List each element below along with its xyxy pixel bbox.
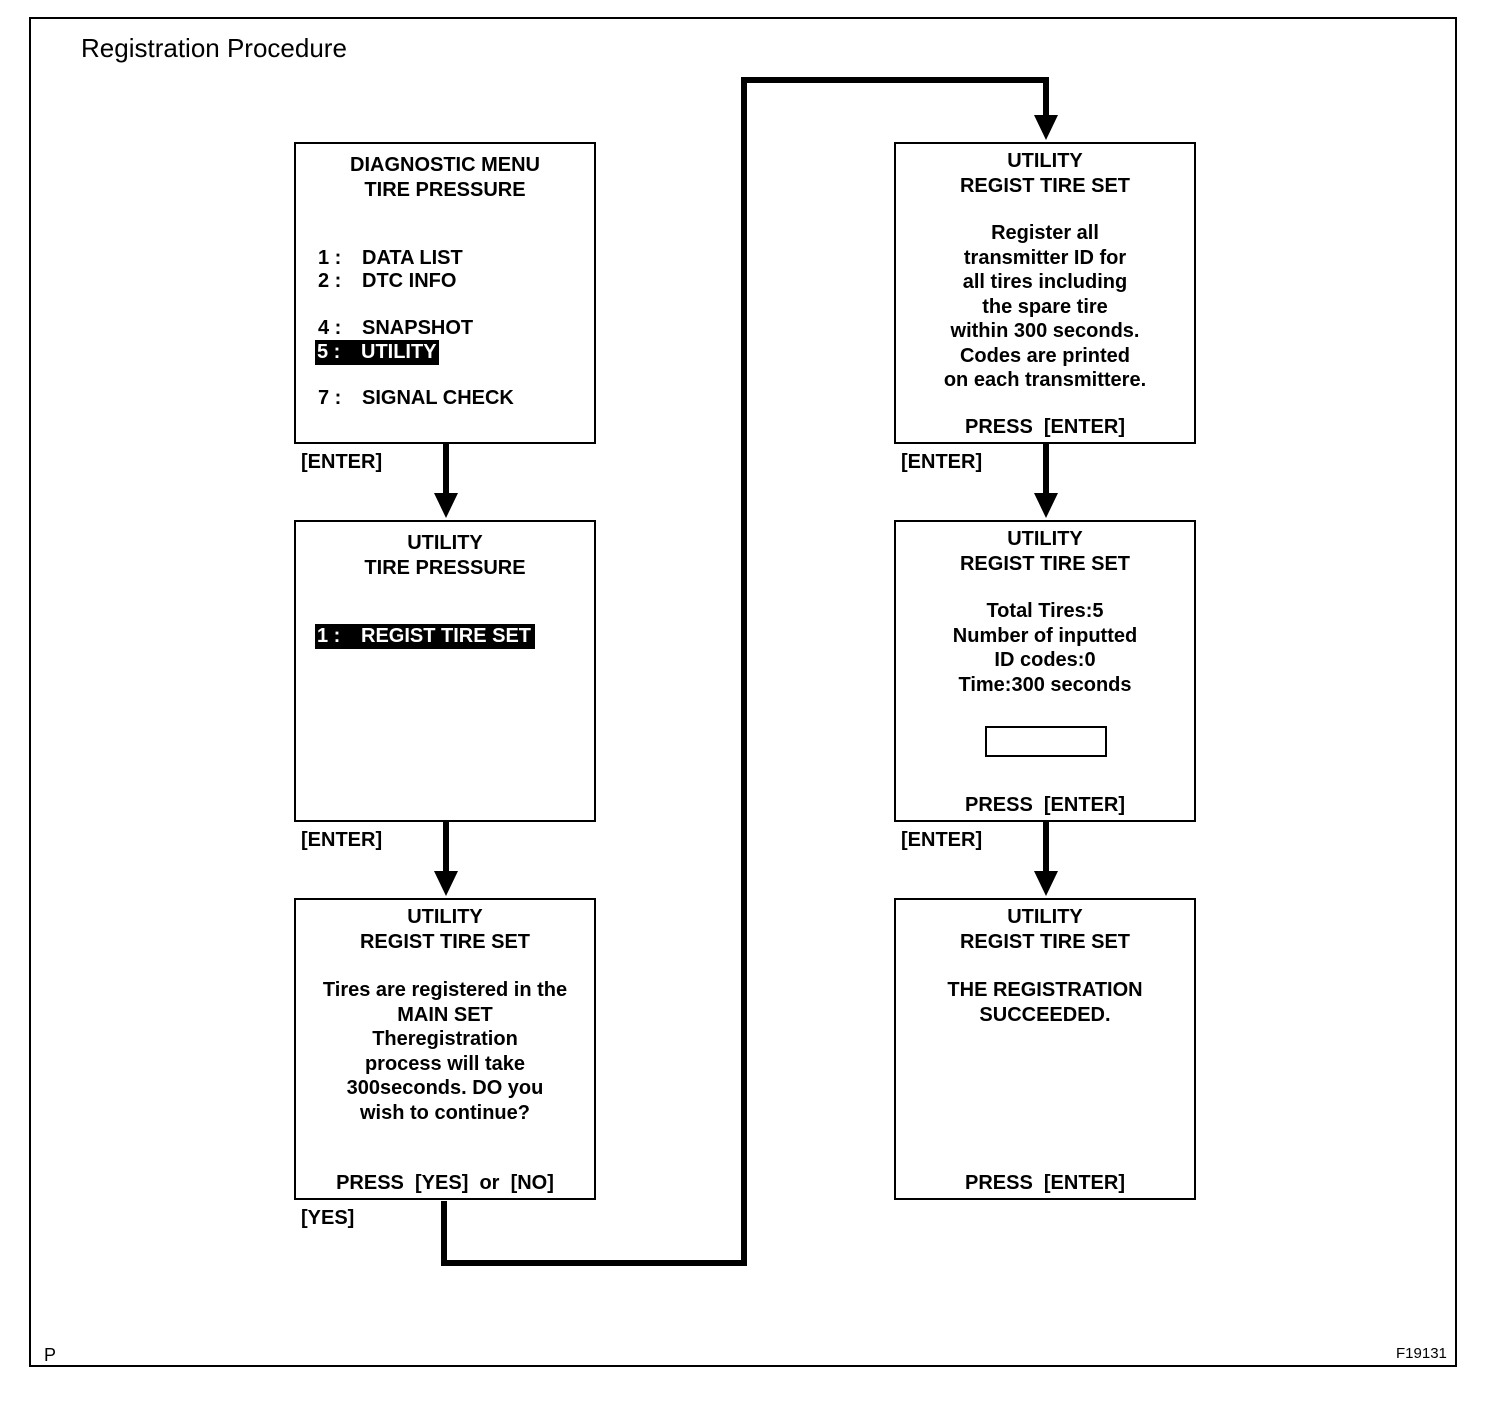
screen-register-all: UTILITY REGIST TIRE SET Register all tra… — [894, 142, 1196, 444]
diagram-frame — [29, 17, 1457, 1367]
screen-header: UTILITY REGIST TIRE SET — [959, 528, 1131, 575]
menu-item-signal-check[interactable]: 7 :SIGNAL CHECK — [318, 387, 514, 409]
screen-utility-menu: UTILITY TIRE PRESSURE 1 :REGIST TIRE SET — [294, 520, 596, 822]
screen-footer-prompt: PRESS [ENTER] — [964, 415, 1126, 438]
menu-item-snapshot[interactable]: 4 :SNAPSHOT — [318, 317, 474, 339]
arrow-utility-to-confirm — [434, 822, 458, 896]
arrow-confirm-to-register — [441, 77, 1058, 1266]
key-label-enter: [ENTER] — [901, 829, 983, 851]
key-label-yes: [YES] — [301, 1207, 355, 1229]
menu-item-dtc-info[interactable]: 2 :DTC INFO — [318, 270, 457, 292]
screen-message: Tires are registered in the MAIN SET The… — [322, 979, 568, 1124]
key-label-enter: [ENTER] — [301, 451, 383, 473]
figure-id: F19131 — [1396, 1345, 1447, 1362]
menu-item-regist-tire-set[interactable]: 1 :REGIST TIRE SET — [315, 624, 536, 649]
screen-footer-prompt: PRESS [YES] or [NO] — [336, 1171, 554, 1194]
screen-status-lines: Total Tires:5 Number of inputted ID code… — [952, 600, 1138, 696]
screen-header: DIAGNOSTIC MENU TIRE PRESSURE — [350, 154, 540, 201]
arrow-diag-to-utility — [434, 444, 458, 518]
screen-header: UTILITY REGIST TIRE SET — [359, 906, 531, 953]
screen-header: UTILITY REGIST TIRE SET — [959, 906, 1131, 953]
screen-success: UTILITY REGIST TIRE SET THE REGISTRATION… — [894, 898, 1196, 1200]
page-title: Registration Procedure — [81, 33, 347, 63]
screen-header: UTILITY TIRE PRESSURE — [364, 532, 526, 579]
screen-footer-prompt: PRESS [ENTER] — [964, 793, 1126, 816]
id-code-input-box[interactable] — [985, 726, 1107, 757]
arrow-register-to-status — [1034, 444, 1058, 518]
menu-item-utility[interactable]: 5 :UTILITY — [315, 340, 439, 365]
key-label-enter: [ENTER] — [301, 829, 383, 851]
screen-footer-prompt: PRESS [ENTER] — [964, 1171, 1126, 1194]
screen-confirm: UTILITY REGIST TIRE SET Tires are regist… — [294, 898, 596, 1200]
screen-status: UTILITY REGIST TIRE SET Total Tires:5 Nu… — [894, 520, 1196, 822]
key-label-enter: [ENTER] — [901, 451, 983, 473]
screen-header: UTILITY REGIST TIRE SET — [959, 150, 1131, 197]
arrow-status-to-success — [1034, 822, 1058, 896]
menu-item-data-list[interactable]: 1 :DATA LIST — [318, 247, 463, 269]
screen-diagnostic-menu: DIAGNOSTIC MENU TIRE PRESSURE 1 :DATA LI… — [294, 142, 596, 444]
screen-message: THE REGISTRATION SUCCEEDED. — [947, 979, 1143, 1026]
corner-mark-left: P — [44, 1345, 57, 1365]
screen-message: Register all transmitter ID for all tire… — [943, 222, 1147, 391]
